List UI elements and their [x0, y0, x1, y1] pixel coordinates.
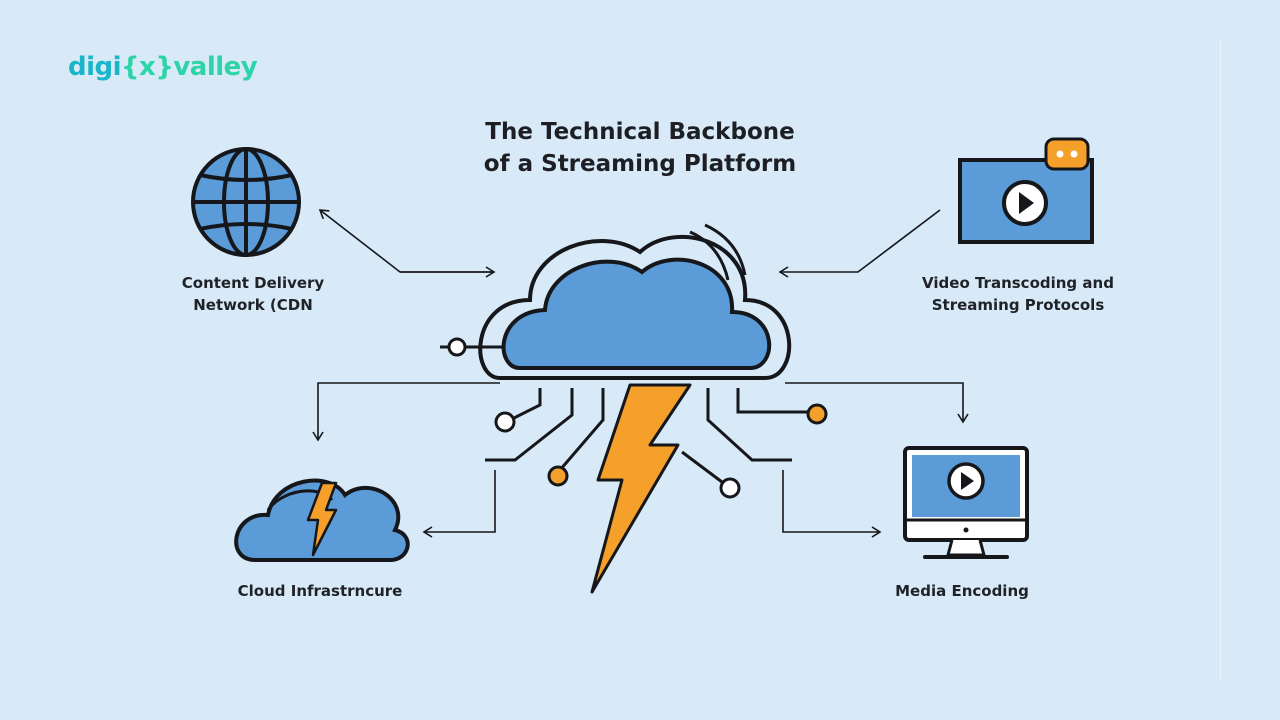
cloud-infrastructure-icon [234, 478, 410, 562]
title-line-1: The Technical Backbone [485, 119, 795, 145]
transcoding-label-line-2: Streaming Protocols [931, 296, 1105, 314]
cdn-label-line-2: Network (CDN [193, 296, 313, 314]
circuit-node [719, 477, 741, 499]
logo-text-right: valley [173, 52, 258, 82]
video-window-icon [958, 137, 1094, 244]
title-line-2: of a Streaming Platform [483, 151, 797, 177]
lightning-bolt-icon [590, 383, 692, 594]
monitor-icon [903, 446, 1029, 559]
circuit-node [494, 411, 516, 433]
circuit-node [547, 465, 569, 487]
globe-icon [191, 147, 301, 257]
logo-text-left: digi [68, 52, 122, 82]
brand-logo: digi{x}valley [68, 52, 258, 82]
circuit-node [447, 337, 467, 357]
diagram-title: The Technical Backbone of a Streaming Pl… [420, 116, 860, 180]
media-encoding-label: Media Encoding [895, 582, 1029, 600]
logo-text-mid: {x} [121, 52, 174, 82]
cloud-infrastructure-label: Cloud Infrastrncure [237, 582, 403, 600]
cdn-label-line-1: Content Delivery [181, 274, 325, 292]
connector-arrows [312, 209, 969, 538]
circuit-node [806, 403, 828, 425]
cdn-label: Content Delivery Network (CDN [160, 272, 346, 316]
central-cloud-icon [478, 223, 792, 380]
edge-divider [1220, 40, 1221, 680]
transcoding-label: Video Transcoding and Streaming Protocol… [900, 272, 1136, 316]
transcoding-label-line-1: Video Transcoding and [922, 274, 1114, 292]
